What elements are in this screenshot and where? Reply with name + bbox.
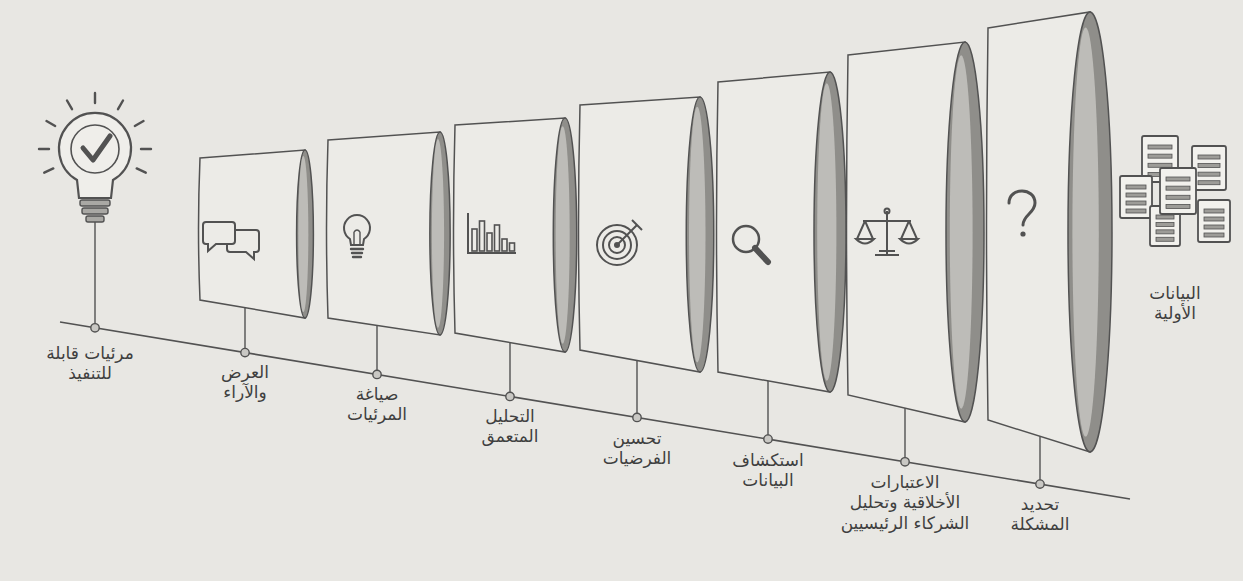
timeline-dot <box>373 370 381 378</box>
timeline-dot <box>633 413 641 421</box>
timeline-dot <box>506 392 514 400</box>
stage-label: استكشاف البيانات <box>721 450 816 491</box>
funnel-segment <box>579 97 714 372</box>
timeline-dot <box>91 324 99 332</box>
stage-label: البيانات الأولية <box>1128 283 1223 324</box>
leader-line <box>1039 436 1040 484</box>
stage-label: صياغة المرئيات <box>332 384 422 425</box>
stage-icon <box>1009 191 1035 237</box>
leader-line <box>509 343 510 397</box>
funnel-segment <box>717 72 847 392</box>
leader-line <box>636 360 637 417</box>
stage-label: الاعتبارات الأخلاقية وتحليل الشركاء الرئ… <box>840 472 970 533</box>
stage-label: العرض والآراء <box>204 362 286 403</box>
funnel-segment <box>327 132 451 335</box>
stage-label: التحليل المتعمق <box>465 406 555 447</box>
stage-icon <box>344 215 370 257</box>
funnel-segment <box>454 118 577 352</box>
timeline-dot <box>901 458 909 466</box>
leader-line <box>767 381 768 439</box>
funnel-segment <box>847 42 985 422</box>
stage-icon <box>597 220 642 265</box>
timeline-dot <box>764 435 772 443</box>
stage-label: تحسين الفرضيات <box>591 428 683 469</box>
leader-line <box>376 325 377 374</box>
stage-icon <box>733 226 768 262</box>
result-lightbulb <box>39 93 151 324</box>
stage-icon <box>203 222 259 259</box>
stage-label: تحديد المشكلة <box>995 494 1085 535</box>
stage-icon <box>856 209 918 256</box>
stage-icon <box>468 213 516 253</box>
funnel-segment <box>987 12 1113 452</box>
funnel-segment <box>199 150 314 318</box>
timeline-dot <box>241 348 249 356</box>
leader-line <box>904 408 905 462</box>
leader-line <box>244 308 245 353</box>
data-documents <box>1120 136 1230 246</box>
stage-label: مرئيات قابلة للتنفيذ <box>28 343 153 384</box>
timeline-dot <box>1036 480 1044 488</box>
